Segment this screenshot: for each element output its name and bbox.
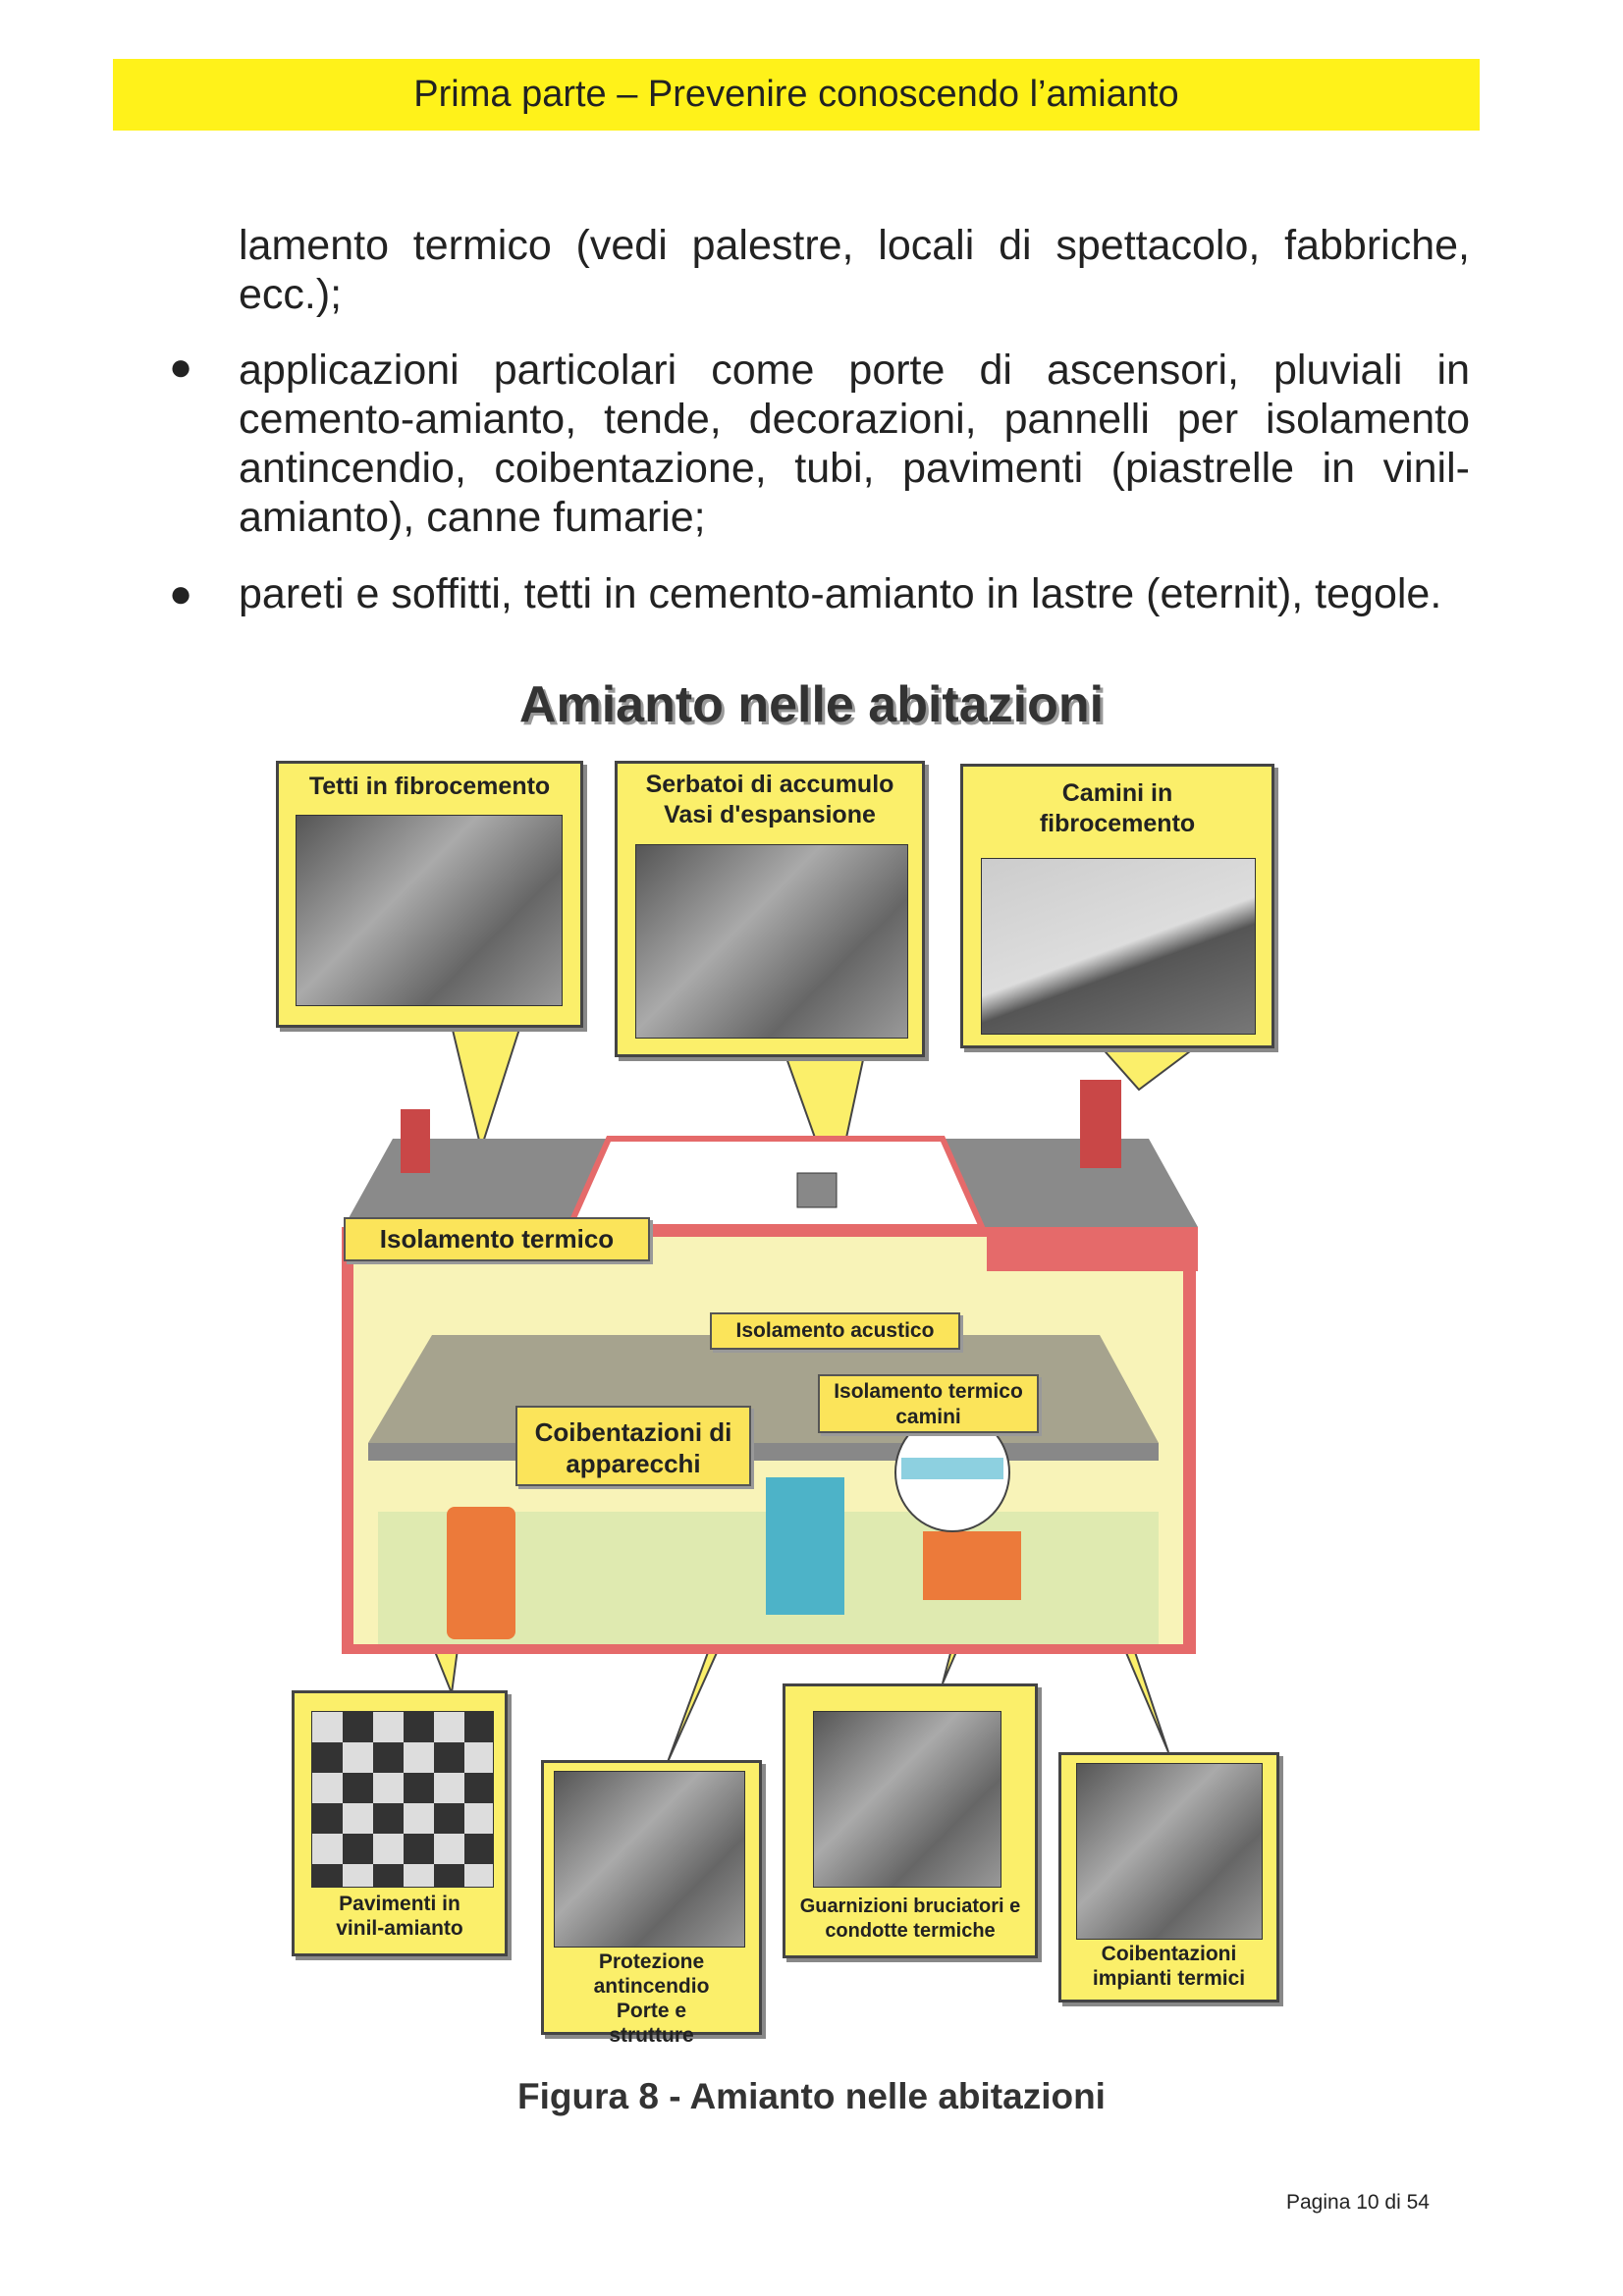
callout-label: Camini in fibrocemento: [1039, 779, 1196, 837]
callout-serbatoi: Serbatoi di accumulo Vasi d'espansione: [615, 761, 925, 1057]
callout-pavimenti: Pavimenti in vinil-amianto: [292, 1690, 508, 1956]
roof-photo: [296, 815, 563, 1006]
figure-title: Amianto nelle abitazioni: [518, 676, 1105, 733]
callout-protezione: Protezione antincendio Porte e strutture: [541, 1760, 762, 2047]
running-header: Prima parte – Prevenire conoscendo l’ami…: [113, 59, 1480, 131]
callout-tetti: Tetti in fibrocemento: [276, 761, 583, 1028]
callout-coibentazioni-impianti: Coibentazioni impianti termici: [1058, 1752, 1279, 2002]
paragraph-continuation: lamento termico (vedi palestre, locali d…: [239, 222, 1470, 318]
label-isolamento-termico: Isolamento termico: [344, 1217, 650, 1261]
pipe-insulation-photo: [1076, 1763, 1263, 1940]
chimney: [401, 1109, 430, 1173]
burner-photo: [813, 1711, 1001, 1888]
bullet-item: pareti e soffitti, tetti in cemento-amia…: [239, 570, 1442, 617]
bullet-icon: ●: [169, 572, 193, 615]
label-isolamento-acustico: Isolamento acustico: [710, 1312, 960, 1350]
callout-label: Serbatoi di accumulo Vasi d'espansione: [645, 771, 894, 828]
page-number: Pagina 10 di 54: [1286, 2191, 1430, 2214]
callout-guarnizioni: Guarnizioni bruciatori e condotte termic…: [783, 1683, 1038, 1958]
callout-label: Pavimenti in vinil-amianto: [336, 1893, 463, 1940]
floor-photo: [311, 1711, 494, 1888]
bullet-item: applicazioni particolari come porte di a…: [239, 347, 1470, 541]
label-isolamento-camini: Isolamento termico camini: [818, 1374, 1039, 1433]
callout-camini: Camini in fibrocemento: [960, 764, 1274, 1048]
door: [766, 1477, 844, 1615]
callout-label: Guarnizioni bruciatori e condotte termic…: [799, 1896, 1021, 1942]
callout-label: Coibentazioni impianti termici: [1092, 1943, 1246, 1990]
callout-label: Protezione antincendio Porte e strutture: [593, 1950, 710, 2047]
callout-label: Tetti in fibrocemento: [308, 773, 551, 800]
figure-caption: Figura 8 - Amianto nelle abitazioni: [517, 2076, 1106, 2116]
boiler: [447, 1507, 515, 1639]
label-coibentazioni-apparecchi: Coibentazioni di apparecchi: [515, 1406, 751, 1486]
tank-photo: [635, 844, 908, 1039]
chimney-photo: [981, 858, 1256, 1035]
bullet-icon: ●: [169, 346, 193, 389]
structure-photo: [554, 1771, 745, 1948]
floor: [368, 1335, 1159, 1443]
